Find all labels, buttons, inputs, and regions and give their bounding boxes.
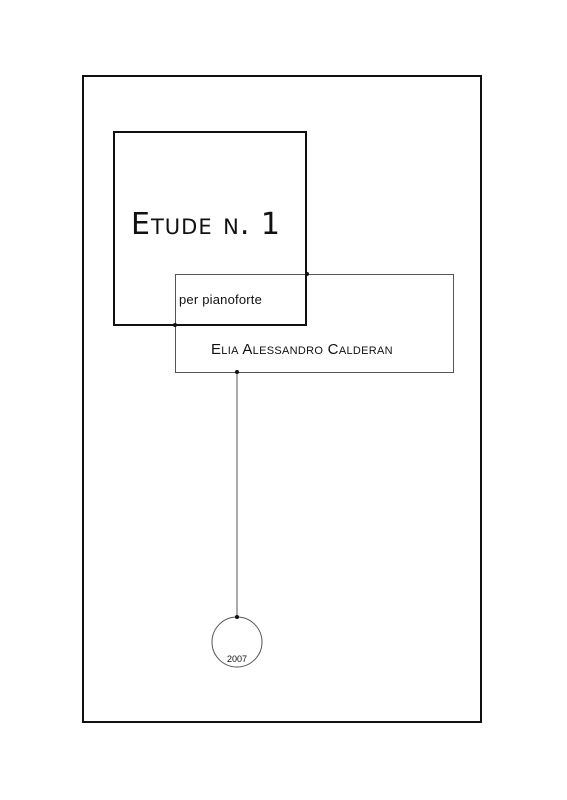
connector-dot-bottom	[235, 370, 239, 374]
subtitle: per pianoforte	[179, 292, 263, 307]
page-title: Etude n. 1	[131, 207, 281, 242]
composer-name: Elia Alessandro Calderan	[211, 341, 393, 358]
connector-dot-top-right	[305, 272, 309, 276]
connector-dot-left	[173, 323, 177, 327]
title-box	[113, 131, 307, 326]
year-label: 2007	[226, 654, 248, 664]
connector-dot-circle-top	[235, 615, 239, 619]
page-border	[82, 75, 482, 723]
